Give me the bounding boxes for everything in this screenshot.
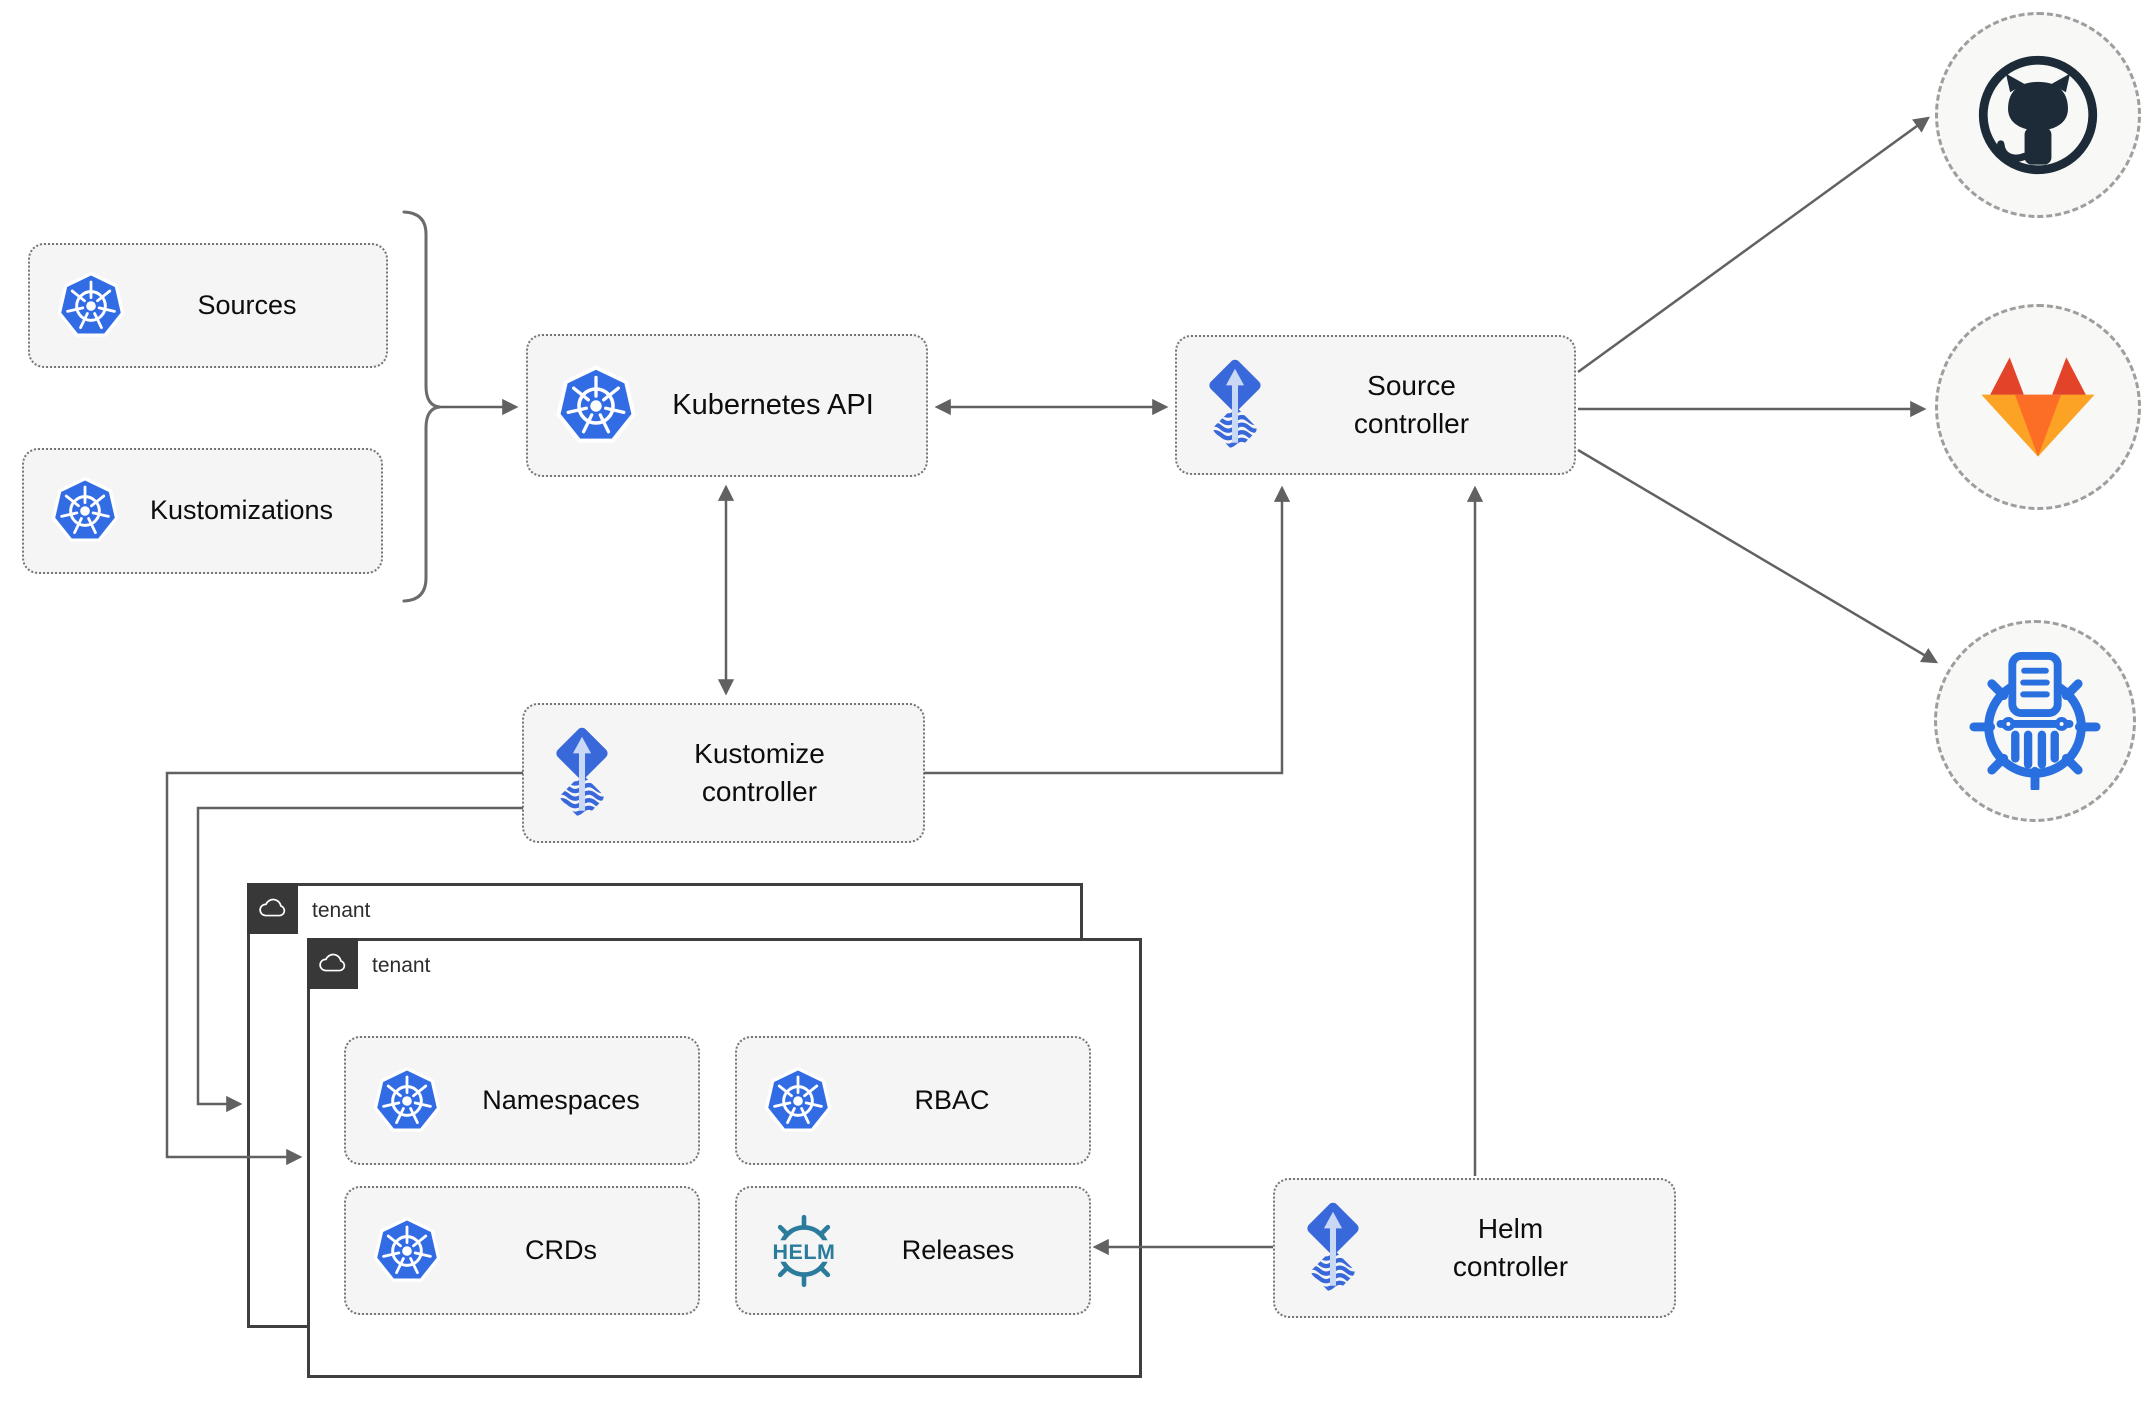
gitlab-icon — [1981, 357, 2095, 457]
node-label: Kustomizations — [149, 495, 334, 526]
node-crds: CRDs — [344, 1186, 700, 1315]
edge-kustomize-to-source-controller — [924, 485, 1291, 775]
kubernetes-icon — [56, 269, 126, 338]
node-label: RBAC — [914, 1084, 990, 1115]
kubernetes-icon — [763, 1064, 833, 1133]
node-rbac: RBAC — [735, 1036, 1091, 1165]
flux-icon — [1201, 355, 1269, 455]
helm-repository-icon — [1966, 652, 2104, 790]
tenant-label: tenant — [372, 954, 431, 977]
node-label: Namespaces — [482, 1084, 640, 1115]
github-icon — [1976, 53, 2100, 177]
node-kubernetes-api: Kubernetes API — [526, 334, 928, 477]
tenant-header-back — [247, 883, 298, 934]
node-kustomizations: Kustomizations — [22, 448, 383, 574]
node-label: Source controller — [1353, 370, 1470, 439]
node-kustomize-controller: Kustomize controller — [522, 703, 925, 843]
node-label: Sources — [197, 289, 297, 320]
flux-icon — [1299, 1198, 1367, 1298]
node-label: CRDs — [525, 1234, 597, 1265]
helm-icon: HELM — [761, 1208, 847, 1294]
tenant-label: tenant — [312, 899, 371, 922]
cloud-icon — [318, 953, 345, 972]
tenant-box-front: tenant Namespaces RBAC CRDs HELM Release… — [307, 938, 1142, 1378]
node-label: Kubernetes API — [672, 389, 874, 422]
kubernetes-icon — [372, 1064, 442, 1133]
kubernetes-icon — [554, 363, 638, 444]
helm-repository-circle — [1934, 620, 2136, 822]
helm-logo-text: HELM — [773, 1240, 836, 1264]
node-label: Helm controller — [1452, 1213, 1569, 1282]
node-label: Kustomize controller — [694, 738, 825, 807]
tenant-header-front — [307, 938, 358, 989]
node-source-controller: Source controller — [1175, 335, 1576, 475]
edge-source-controller-to-github — [1577, 116, 1930, 374]
node-releases: HELM Releases — [735, 1186, 1091, 1315]
node-label: Releases — [901, 1234, 1015, 1265]
bracket-sources-kustomizations — [402, 210, 441, 603]
node-sources: Sources — [28, 243, 388, 368]
flux-icon — [548, 723, 616, 823]
edge-source-controller-to-helm-repository — [1577, 448, 1939, 664]
github-circle — [1935, 12, 2141, 218]
node-helm-controller: Helm controller — [1273, 1178, 1676, 1318]
kubernetes-icon — [50, 475, 120, 544]
node-namespaces: Namespaces — [344, 1036, 700, 1165]
gitlab-circle — [1935, 304, 2141, 510]
kubernetes-icon — [372, 1214, 442, 1283]
cloud-icon — [258, 898, 285, 917]
